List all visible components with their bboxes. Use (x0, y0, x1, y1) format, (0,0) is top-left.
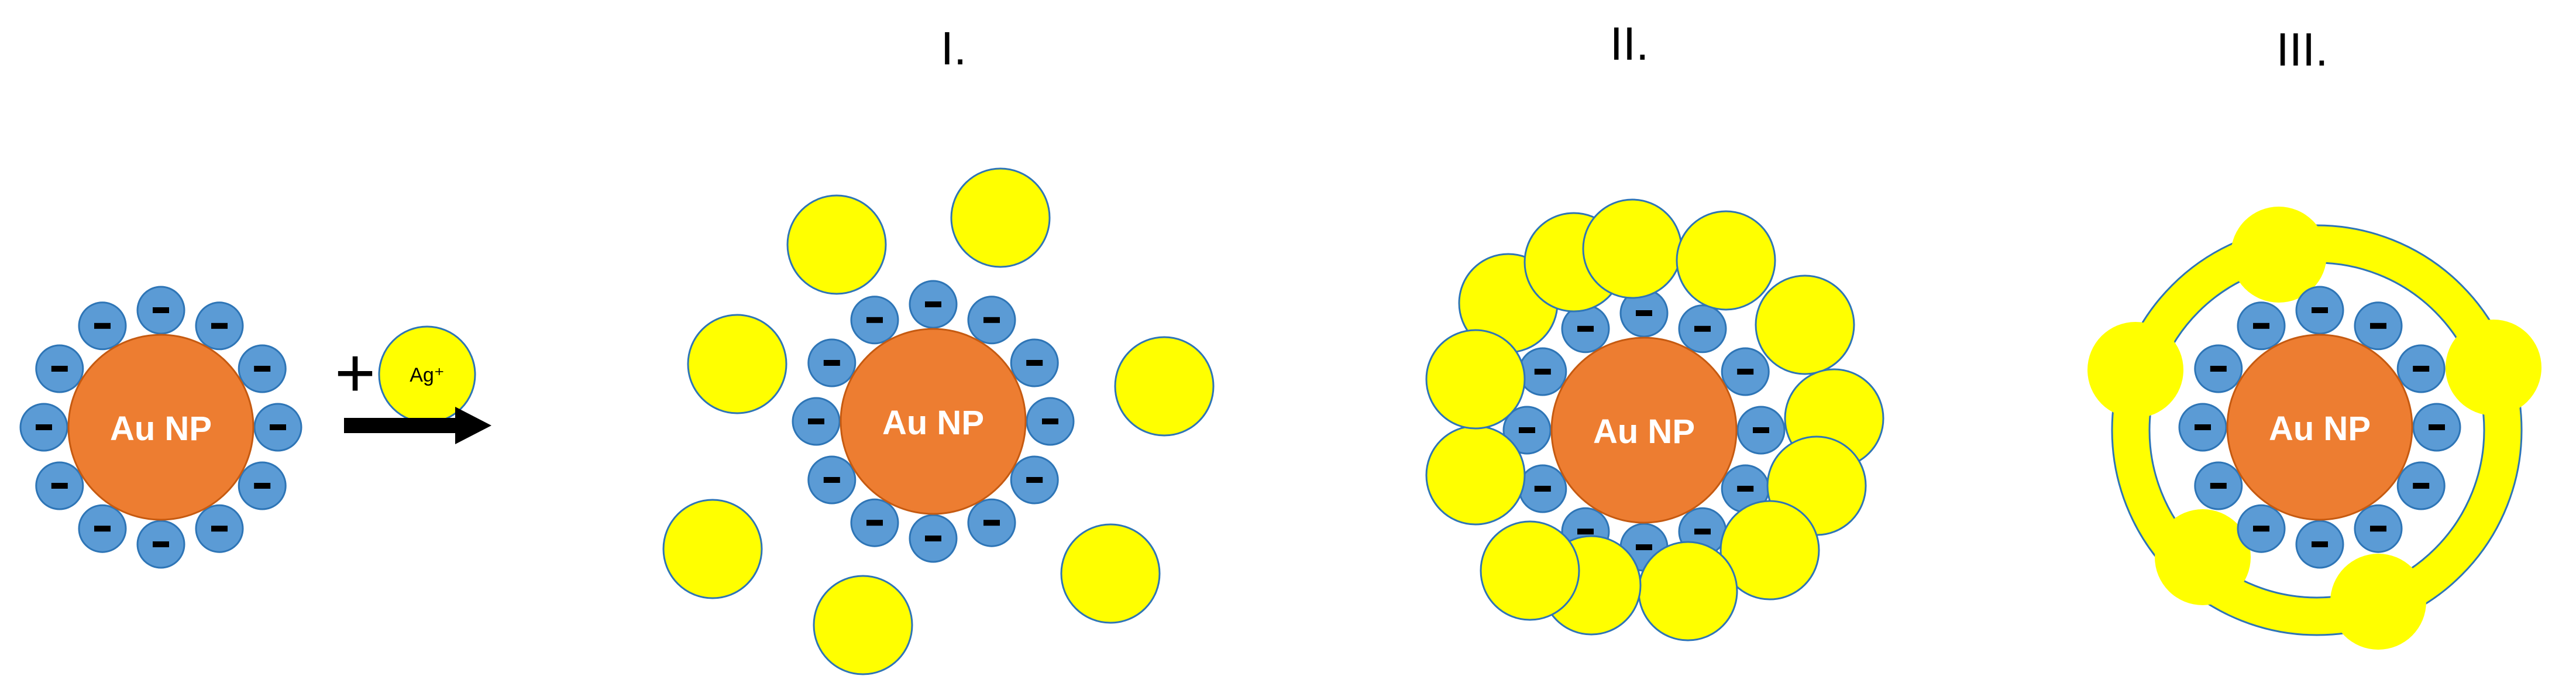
silver-ion (1755, 274, 1855, 375)
negative-charge-icon (2253, 322, 2269, 329)
negative-charge-icon (2370, 322, 2386, 329)
stage-iii-silver-shell (2087, 207, 2541, 650)
negative-charge-icon (1577, 325, 1594, 332)
silver-ion (1480, 520, 1580, 621)
negative-charge-icon (2312, 307, 2328, 313)
negative-charge-icon (808, 418, 824, 424)
core-label: Au NP (110, 410, 212, 448)
gold-core (67, 334, 254, 521)
stage-ii-silver-layer (1425, 198, 1884, 641)
silver-cluster (2155, 509, 2251, 605)
reagent-group: + Ag⁺ (335, 325, 491, 444)
negative-charge-icon (983, 520, 1000, 526)
negative-charge-icon (2312, 541, 2328, 547)
negative-charge-icon (1519, 427, 1535, 433)
silver-ion (1582, 198, 1683, 299)
silver-ion (950, 167, 1051, 268)
au-nanoparticle-stage-i: Au NP (792, 280, 1075, 563)
negative-charge-icon (1636, 310, 1652, 316)
negative-charge-icon (2429, 424, 2445, 430)
negative-charge-icon (925, 536, 941, 541)
negative-charge-icon (2413, 483, 2430, 489)
negative-charge-icon (823, 360, 840, 366)
negative-charge-icon (51, 483, 68, 489)
silver-ion (1638, 541, 1738, 641)
negative-charge-icon (2210, 366, 2227, 372)
silver-ion (1060, 523, 1161, 624)
negative-charge-icon (1534, 369, 1551, 375)
negative-charge-icon (823, 477, 840, 483)
negative-charge-icon (1026, 360, 1043, 366)
negative-charge-icon (2370, 526, 2386, 532)
stage-i-silver-ions (662, 167, 1215, 675)
silver-ion-label: Ag⁺ (410, 364, 445, 386)
negative-charge-icon (866, 520, 883, 526)
silver-cluster (2446, 320, 2541, 416)
core-label: Au NP (2269, 410, 2371, 448)
plus-sign: + (335, 334, 376, 412)
negative-charge-icon (211, 526, 228, 532)
negative-charge-icon (2195, 424, 2211, 430)
core-label: Au NP (1593, 413, 1695, 451)
stage-ii-title: II. (1610, 18, 1649, 70)
gold-core (1550, 337, 1738, 524)
negative-charge-icon (1042, 418, 1058, 424)
negative-charge-icon (36, 424, 52, 430)
silver-cluster (2231, 207, 2327, 303)
silver-ion (1425, 329, 1526, 430)
negative-charge-icon (866, 317, 883, 323)
au-nanoparticle-initial: Au NP (19, 286, 302, 569)
negative-charge-icon (94, 322, 111, 329)
silver-cluster (2330, 554, 2426, 650)
negative-charge-icon (254, 483, 271, 489)
reaction-arrow-shaft (344, 418, 455, 433)
silver-ion (662, 499, 763, 599)
stage-iii-title: III. (2276, 23, 2329, 76)
gold-core (840, 328, 1027, 515)
negative-charge-icon (1026, 477, 1043, 483)
negative-charge-icon (1534, 486, 1551, 492)
negative-charge-icon (94, 526, 111, 532)
reaction-arrow-head (455, 407, 491, 444)
negative-charge-icon (153, 541, 169, 547)
silver-shell-outline-outer (2111, 224, 2523, 636)
core-label: Au NP (882, 404, 984, 442)
silver-ion (1719, 500, 1820, 601)
negative-charge-icon (983, 317, 1000, 323)
silver-ion (1114, 336, 1215, 437)
negative-charge-icon (1753, 427, 1769, 433)
negative-charge-icon (1577, 529, 1594, 535)
negative-charge-icon (2413, 366, 2430, 372)
silver-ion (786, 194, 887, 295)
negative-charge-icon (2210, 483, 2227, 489)
silver-ion (813, 575, 913, 675)
negative-charge-icon (1694, 325, 1711, 332)
stage-i-title: I. (941, 22, 967, 74)
au-nanoparticle-stage-iii: Au NP (2178, 286, 2461, 569)
negative-charge-icon (254, 366, 271, 372)
negative-charge-icon (270, 424, 286, 430)
silver-ion (687, 314, 787, 414)
negative-charge-icon (1737, 369, 1754, 375)
silver-ion (1425, 425, 1526, 526)
negative-charge-icon (51, 366, 68, 372)
negative-charge-icon (211, 322, 228, 329)
negative-charge-icon (2253, 526, 2269, 532)
silver-ion (1676, 210, 1776, 311)
negative-charge-icon (1737, 486, 1754, 492)
silver-cluster (2087, 322, 2183, 418)
negative-charge-icon (1694, 529, 1711, 535)
gold-core (2226, 334, 2413, 521)
negative-charge-icon (153, 307, 169, 313)
negative-charge-icon (925, 301, 941, 307)
negative-charge-icon (1636, 544, 1652, 550)
